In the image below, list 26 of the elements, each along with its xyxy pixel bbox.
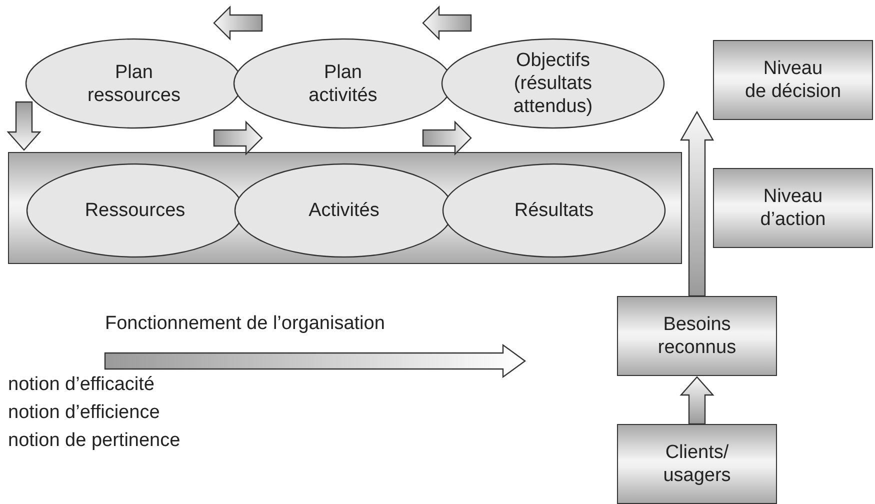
node-label: Ressources [84, 199, 186, 222]
level-box [617, 424, 777, 504]
node-label: Clients/ usagers [663, 441, 731, 487]
node-label: Plan activités [308, 60, 378, 106]
note-text: notion de pertinence [8, 429, 180, 452]
level-box [713, 40, 873, 120]
block-arrow [6, 101, 42, 151]
block-arrow [213, 120, 263, 156]
node-label: Activités [308, 199, 380, 222]
block-arrow [680, 110, 714, 297]
node-label: Plan ressources [88, 60, 180, 106]
note-text: notion d’efficience [8, 401, 160, 424]
block-arrow [422, 6, 472, 40]
level-box [617, 296, 777, 376]
block-arrow [422, 120, 472, 156]
node-label: Objectifs (résultats attendus) [512, 49, 594, 118]
node-label: Résultats [514, 199, 594, 222]
flow-caption: Fonctionnement de l’organisation [105, 312, 385, 335]
node-label: Besoins reconnus [658, 313, 736, 359]
band-box [8, 152, 682, 264]
note-text: notion d’efficacité [8, 373, 154, 396]
level-box [713, 168, 873, 248]
node-label: Niveau de décision [744, 57, 842, 103]
block-arrow [680, 376, 714, 425]
block-arrow [213, 6, 263, 40]
node-label: Niveau d’action [760, 185, 826, 231]
